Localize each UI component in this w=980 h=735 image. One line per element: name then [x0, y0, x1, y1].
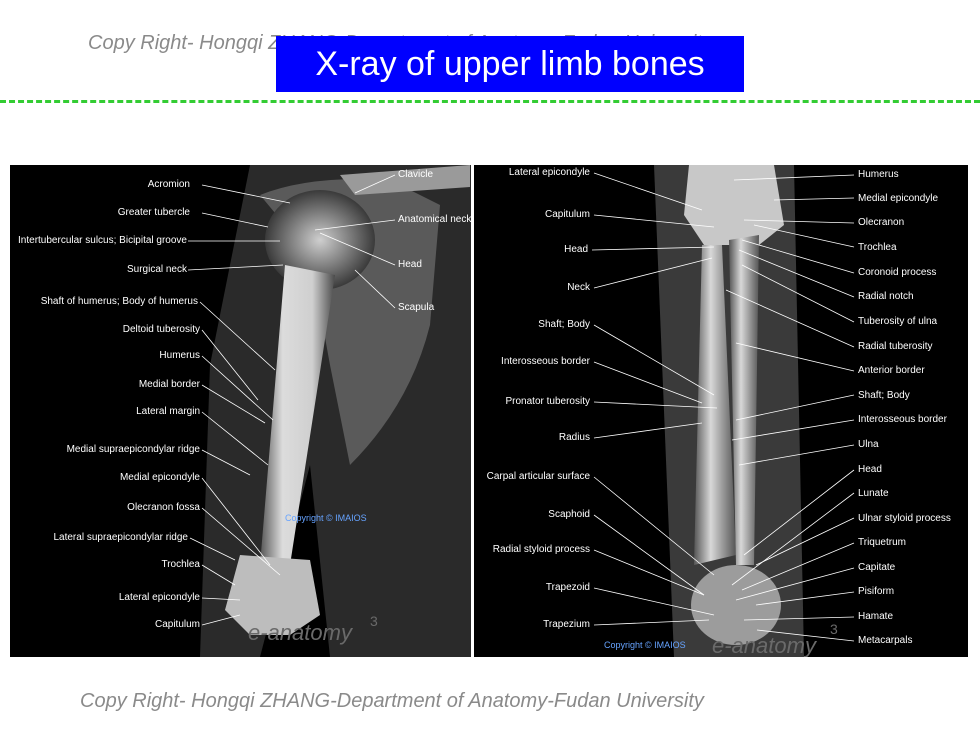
label-radius-interosseous-border: Interosseous border [501, 356, 590, 367]
label-humerus: Humerus [858, 169, 899, 180]
label-olecranon: Olecranon [858, 217, 905, 228]
label-carpal-articular-surface: Carpal articular surface [486, 471, 590, 482]
label-capitate: Capitate [858, 562, 896, 573]
label-intertubercular-sulcus: Intertubercular sulcus; Bicipital groove [18, 235, 187, 246]
label-tuberosity-of-ulna: Tuberosity of ulna [858, 316, 938, 327]
label-deltoid-tuberosity: Deltoid tuberosity [122, 324, 200, 335]
label-scapula: Scapula [398, 302, 435, 313]
label-ulna-interosseous-border: Interosseous border [858, 414, 947, 425]
e-anatomy-logo: e-anatomy [248, 620, 352, 645]
label-greater-tubercle: Greater tubercle [117, 207, 190, 218]
xray-upper-arm-panel: Acromion Greater tubercle Intertubercula… [10, 165, 471, 657]
label-anatomical-neck: Anatomical neck [398, 214, 471, 225]
label-ulnar-styloid-process: Ulnar styloid process [858, 513, 951, 524]
label-trochlea: Trochlea [161, 559, 200, 570]
label-ulna: Ulna [858, 439, 879, 450]
imaios-watermark: Copyright © IMAIOS [604, 640, 686, 650]
imaios-watermark: Copyright © IMAIOS [285, 513, 367, 523]
xray-forearm-panel: Lateral epicondyle Capitulum Head Neck S… [474, 165, 968, 657]
label-triquetrum: Triquetrum [858, 537, 906, 548]
label-shaft-of-humerus: Shaft of humerus; Body of humerus [40, 296, 198, 307]
label-radius-neck: Neck [567, 282, 590, 293]
label-pronator-tuberosity: Pronator tuberosity [505, 396, 591, 407]
dashed-divider [0, 100, 980, 103]
figure-number: 3 [370, 613, 378, 629]
label-ulna-shaft: Shaft; Body [858, 390, 910, 401]
copyright-footer: Copy Right- Hongqi ZHANG-Department of A… [80, 690, 704, 712]
label-lateral-supraepicondylar-ridge: Lateral supraepicondylar ridge [53, 532, 188, 543]
label-radius-shaft: Shaft; Body [538, 319, 590, 330]
label-lateral-epicondyle: Lateral epicondyle [118, 592, 200, 603]
label-radial-notch: Radial notch [858, 291, 914, 302]
label-lateral-epicondyle: Lateral epicondyle [508, 167, 590, 178]
label-medial-epicondyle: Medial epicondyle [119, 472, 200, 483]
xray-forearm-image [591, 165, 855, 657]
label-lunate: Lunate [858, 488, 889, 499]
label-clavicle: Clavicle [398, 169, 434, 180]
label-radius: Radius [558, 432, 590, 443]
label-trapezium: Trapezium [543, 619, 590, 630]
label-pisiform: Pisiform [858, 586, 895, 597]
label-head: Head [398, 259, 422, 270]
label-lateral-margin: Lateral margin [136, 406, 200, 417]
label-humerus: Humerus [159, 350, 200, 361]
label-metacarpals: Metacarpals [858, 635, 913, 646]
label-ulna-head: Head [858, 464, 882, 475]
label-radial-styloid-process: Radial styloid process [492, 544, 590, 555]
label-capitulum: Capitulum [544, 209, 590, 220]
label-hamate: Hamate [858, 611, 894, 622]
label-anterior-border: Anterior border [858, 365, 925, 376]
slide-title: X-ray of upper limb bones [276, 36, 744, 92]
xray-upper-arm-image [187, 165, 471, 657]
label-medial-supraepicondylar-ridge: Medial supraepicondylar ridge [66, 444, 200, 455]
label-radius-head: Head [564, 244, 588, 255]
label-trochlea: Trochlea [858, 242, 897, 253]
label-trapezoid: Trapezoid [545, 582, 590, 593]
label-medial-border: Medial border [138, 379, 200, 390]
label-radial-tuberosity: Radial tuberosity [858, 341, 933, 352]
label-surgical-neck: Surgical neck [126, 264, 187, 275]
label-acromion: Acromion [147, 179, 190, 190]
e-anatomy-logo: e-anatomy [712, 633, 816, 657]
label-olecranon-fossa: Olecranon fossa [127, 502, 200, 513]
label-coronoid-process: Coronoid process [858, 267, 937, 278]
figure-number: 3 [830, 621, 838, 637]
label-scaphoid: Scaphoid [548, 509, 590, 520]
label-capitulum: Capitulum [154, 619, 200, 630]
label-medial-epicondyle: Medial epicondyle [858, 193, 939, 204]
